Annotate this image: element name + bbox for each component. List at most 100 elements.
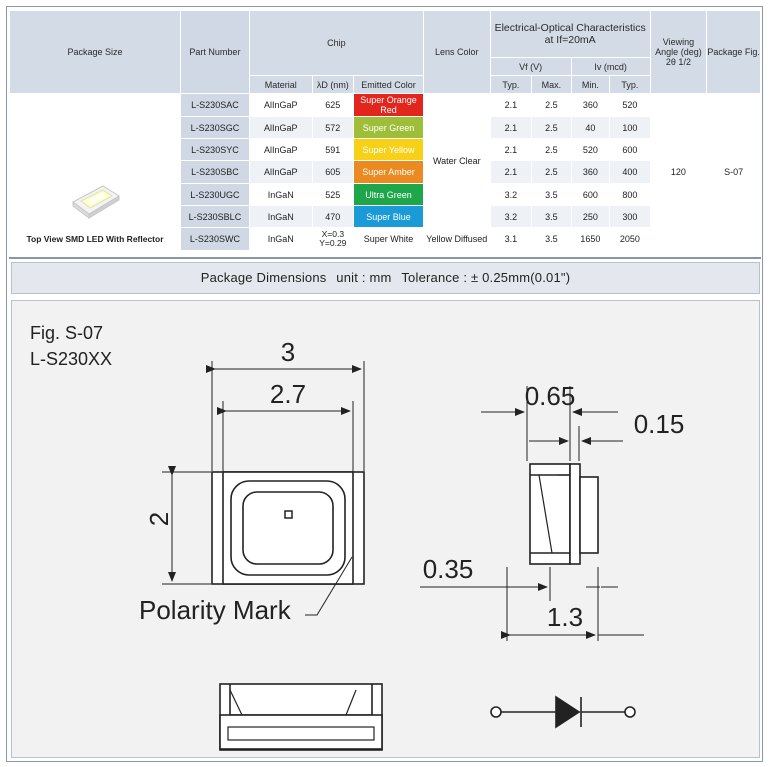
header-chip: Chip	[248, 10, 424, 76]
wavelength-x: X=0.3	[321, 229, 345, 239]
header-part-number: Part Number	[180, 10, 250, 94]
header-viewing-angle: Viewing Angle (deg) 2θ 1/2	[649, 10, 708, 94]
datasheet-frame	[6, 6, 763, 762]
spec-table: Package Size Part Number Chip Lens Color…	[8, 10, 761, 251]
wavelength: 525	[311, 183, 355, 206]
dim-1-3-label: 1.3	[547, 602, 583, 632]
dim-3-label: 3	[281, 337, 295, 367]
emitted-color-badge: Super Yellow	[353, 138, 424, 161]
header-package-size: Package Size	[8, 10, 182, 94]
table-row: L-S230SBC AlInGaP 605 Super Amber 2.1 2.…	[10, 160, 761, 184]
material: InGaN	[248, 227, 313, 251]
header-emitted-color: Emitted Color	[353, 75, 424, 94]
dimensions-unit: unit : mm	[336, 270, 392, 285]
wavelength-y: Y=0.29	[319, 238, 347, 248]
vf-typ: 2.1	[489, 138, 533, 161]
part-number: L-S230UGC	[180, 183, 250, 206]
smd-led-photo	[72, 185, 120, 219]
emitted-color-badge: Super Green	[353, 116, 424, 139]
vf-max: 3.5	[531, 183, 572, 206]
package-dimensions-bar: Package Dimensions unit : mm Tolerance :…	[11, 262, 760, 294]
iv-min: 360	[570, 93, 611, 117]
dim-2-label: 2	[144, 512, 174, 526]
viewing-angle-value: 120	[649, 93, 708, 251]
material: AlInGaP	[248, 138, 313, 161]
front-view	[219, 683, 383, 751]
vf-max: 3.5	[531, 205, 572, 228]
material: AlInGaP	[248, 93, 313, 117]
material: AlInGaP	[248, 160, 313, 184]
header-iv-min: Min.	[570, 75, 611, 94]
header-vf-max: Max.	[531, 75, 572, 94]
table-row: Top View SMD LED With Reflector L-S230SA…	[8, 93, 761, 251]
part-number: L-S230SBC	[180, 160, 250, 184]
part-number: L-S230SWC	[180, 227, 250, 251]
figure-panel: Fig. S-07 L-S230XX 3 2.7 2 Polarity Mark	[11, 300, 760, 758]
vf-max: 3.5	[531, 227, 572, 251]
part-number: L-S230SYC	[180, 138, 250, 161]
wavelength: 470	[311, 205, 355, 228]
iv-min: 360	[570, 160, 611, 184]
header-iv: Iv (mcd)	[570, 57, 651, 76]
vf-typ: 2.1	[489, 116, 533, 139]
material: InGaN	[248, 183, 313, 206]
emitted-color-badge: Super Amber	[353, 160, 424, 184]
material: InGaN	[248, 205, 313, 228]
wavelength: 605	[311, 160, 355, 184]
part-number: L-S230SGC	[180, 116, 250, 139]
package-size-cell: Top View SMD LED With Reflector	[8, 93, 182, 251]
table-row: L-S230SBLC InGaN 470 Super Blue 3.2 3.5 …	[10, 205, 761, 228]
iv-min: 40	[570, 116, 611, 139]
header-electrical-optical: Electrical-Optical Characteristics at If…	[489, 10, 651, 58]
polarity-dot	[284, 510, 293, 519]
iv-typ: 300	[609, 205, 651, 228]
wavelength: 625	[311, 93, 355, 117]
emitted-color-text: Super White	[353, 227, 424, 251]
side-view	[529, 463, 599, 565]
header-package-fig: Package Fig.	[706, 10, 761, 94]
dim-2-7-label: 2.7	[270, 379, 306, 409]
package-label: Top View SMD LED With Reflector	[26, 234, 164, 244]
vf-max: 2.5	[531, 160, 572, 184]
vf-max: 2.5	[531, 138, 572, 161]
wavelength: 591	[311, 138, 355, 161]
polarity-mark-label: Polarity Mark	[139, 595, 292, 625]
table-row: L-S230SYC AlInGaP 591 Super Yellow 2.1 2…	[10, 138, 761, 161]
iv-typ: 400	[609, 160, 651, 184]
iv-min: 520	[570, 138, 611, 161]
figure-id: Fig. S-07	[30, 323, 103, 343]
iv-typ: 600	[609, 138, 651, 161]
header-material: Material	[248, 75, 313, 94]
vf-max: 2.5	[531, 93, 572, 117]
dimensions-title: Package Dimensions	[200, 270, 327, 285]
iv-typ: 2050	[609, 227, 651, 251]
wavelength: X=0.3 Y=0.29	[311, 227, 355, 251]
header-vf-typ: Typ.	[489, 75, 533, 94]
header-lens-color: Lens Color	[422, 10, 491, 94]
dimension-drawing: Fig. S-07 L-S230XX 3 2.7 2 Polarity Mark	[30, 323, 684, 751]
wavelength: 572	[311, 116, 355, 139]
vf-typ: 3.2	[489, 205, 533, 228]
header-vf: Vf (V)	[489, 57, 572, 76]
emitted-color-badge: Super Orange Red	[353, 93, 424, 117]
top-view	[211, 471, 365, 585]
vf-max: 2.5	[531, 116, 572, 139]
dimensions-tolerance: Tolerance : ± 0.25mm(0.01")	[401, 270, 571, 285]
vf-typ: 2.1	[489, 93, 533, 117]
part-series: L-S230XX	[30, 349, 112, 369]
part-number: L-S230SAC	[180, 93, 250, 117]
vf-typ: 2.1	[489, 160, 533, 184]
iv-min: 1650	[570, 227, 611, 251]
iv-typ: 520	[609, 93, 651, 117]
dim-0-35-label: 0.35	[423, 554, 474, 584]
package-fig-value: S-07	[706, 93, 761, 251]
iv-min: 250	[570, 205, 611, 228]
diode-symbol-icon	[490, 695, 636, 729]
divider	[9, 257, 761, 259]
vf-typ: 3.2	[489, 183, 533, 206]
emitted-color-badge: Super Blue	[353, 205, 424, 228]
emitted-color-badge: Ultra Green	[353, 183, 424, 206]
iv-min: 600	[570, 183, 611, 206]
side-view-dimensions	[420, 386, 644, 641]
table-row: L-S230SWC InGaN X=0.3 Y=0.29 Super White…	[10, 227, 761, 251]
